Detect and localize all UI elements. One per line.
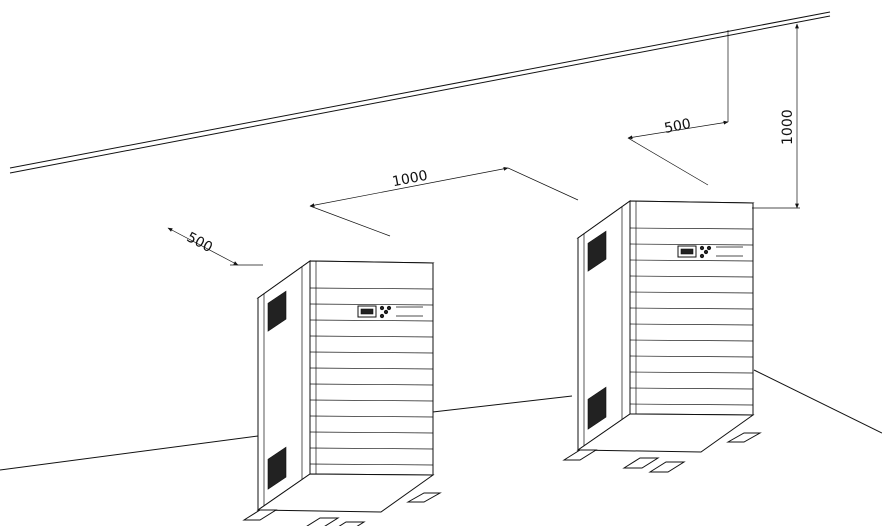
right-clearance-dimension: 500 (627, 116, 729, 186)
left-cabinet (243, 260, 441, 526)
left-clearance-dimension: 500 (167, 227, 263, 266)
right-clearance-label: 500 (663, 116, 692, 137)
left-clearance-label: 500 (184, 229, 215, 256)
top-clearance-dimension: 1000 (727, 23, 800, 209)
wall-lines (0, 11, 882, 471)
right-cabinet (563, 200, 761, 473)
spacing-dimension: 1000 (309, 166, 579, 237)
spacing-label: 1000 (391, 168, 429, 191)
top-clearance-label: 1000 (780, 109, 796, 145)
